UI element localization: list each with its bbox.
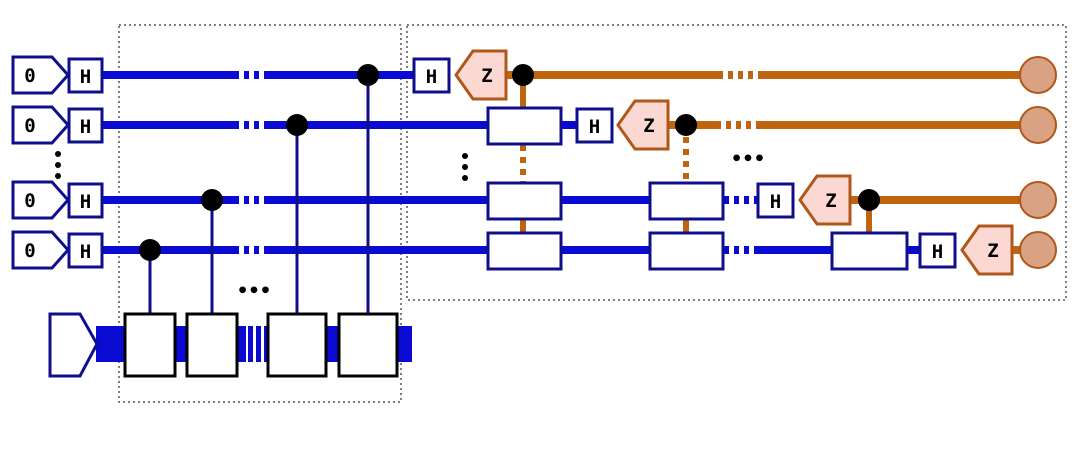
right-dotted-region xyxy=(406,24,1067,301)
left-dotted-region xyxy=(118,24,402,403)
z-measure-q2: Z xyxy=(616,99,670,151)
ctrl-box-col2-q4 xyxy=(648,231,725,271)
ctrl-box-col2-q3 xyxy=(648,181,725,221)
h-gate-q3-right: H xyxy=(756,182,795,219)
quantum-wires xyxy=(100,71,930,254)
init-state-label: 0 xyxy=(24,115,35,137)
control-dots xyxy=(139,64,880,261)
h-gate-q1-right: H xyxy=(412,57,451,94)
ancilla-gate-3 xyxy=(266,312,328,378)
controlled-boxes xyxy=(486,106,909,271)
init-state-q4: 0 xyxy=(11,230,71,270)
ctrl-box-col3-q4 xyxy=(830,231,909,271)
z-label: Z xyxy=(825,190,836,212)
h-gate-q2-right: H xyxy=(575,107,614,144)
z-label: Z xyxy=(987,240,998,262)
ctrl-box-col1-q2 xyxy=(486,106,563,146)
horizontal-ellipsis-bottom: ••• xyxy=(237,280,271,302)
control-dot-q4 xyxy=(139,239,161,261)
h-gate-q2-left: H xyxy=(67,107,104,144)
control-dot-q1 xyxy=(357,64,379,86)
classical-control-dot-3 xyxy=(858,189,880,211)
h-gate-q3-left: H xyxy=(67,182,104,219)
horizontal-ellipsis-right: ••• xyxy=(731,148,765,170)
classical-control-dot-2 xyxy=(675,114,697,136)
h-label: H xyxy=(589,116,600,138)
h-gate-q4-right: H xyxy=(918,232,957,269)
quantum-control-lines xyxy=(148,75,370,315)
classical-control-dot-1 xyxy=(512,64,534,86)
output-q2 xyxy=(1019,106,1057,144)
init-state-q1: 0 xyxy=(11,55,71,95)
z-measure-q3: Z xyxy=(798,174,852,226)
z-measure-q4: Z xyxy=(960,224,1014,276)
h-label: H xyxy=(80,191,91,213)
h-label: H xyxy=(932,241,943,263)
init-state-q2: 0 xyxy=(11,105,71,145)
ancilla-gate-4 xyxy=(337,312,399,378)
classical-wires xyxy=(506,71,1040,254)
init-state-label: 0 xyxy=(24,65,35,87)
z-label: Z xyxy=(643,115,654,137)
vertical-ellipsis-left xyxy=(55,151,61,179)
init-state-q3: 0 xyxy=(11,180,71,220)
ellipses xyxy=(55,151,468,181)
h-label: H xyxy=(80,66,91,88)
output-q1 xyxy=(1019,56,1057,94)
init-state-label: 0 xyxy=(24,190,35,212)
control-dot-q2 xyxy=(286,114,308,136)
h-label: H xyxy=(426,66,437,88)
vertical-ellipsis-right xyxy=(462,153,468,181)
output-q4 xyxy=(1019,231,1057,269)
z-measure-q1: Z xyxy=(454,49,508,101)
h-label: H xyxy=(80,241,91,263)
init-states: 0 0 0 0 xyxy=(11,55,99,378)
ancilla-gate-1 xyxy=(123,312,177,378)
h-label: H xyxy=(80,116,91,138)
ctrl-box-col1-q4 xyxy=(486,231,563,271)
output-q3 xyxy=(1019,181,1057,219)
ancilla-gate-2 xyxy=(185,312,239,378)
h-gate-q1-left: H xyxy=(67,57,104,94)
h-label: H xyxy=(770,191,781,213)
hadamard-gates: H H H H H H H H xyxy=(67,57,957,269)
z-measurements: Z Z Z Z xyxy=(454,49,1014,276)
output-terminals xyxy=(1019,56,1057,269)
ancilla-gates xyxy=(123,312,399,378)
z-label: Z xyxy=(481,65,492,87)
control-dot-q3 xyxy=(201,189,223,211)
ancilla-input-arrow xyxy=(48,312,99,378)
h-gate-q4-left: H xyxy=(67,232,104,269)
init-state-label: 0 xyxy=(24,240,35,262)
ctrl-box-col1-q3 xyxy=(486,181,563,221)
